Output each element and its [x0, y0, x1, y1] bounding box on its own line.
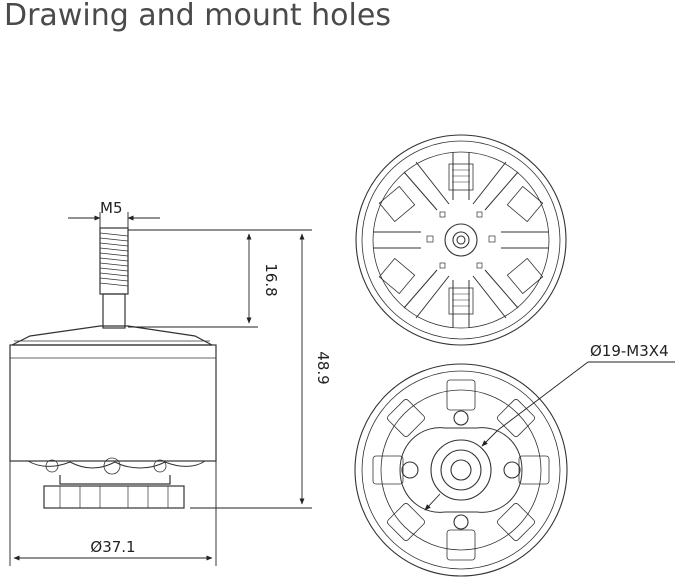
bell-body	[9, 344, 217, 462]
total-height-label: 48.9	[314, 351, 332, 384]
bottom-hub	[430, 439, 492, 501]
mount-hole-top	[453, 410, 469, 426]
bottom-outer-ring	[354, 363, 568, 577]
side-dimensions	[9, 212, 312, 566]
bell-top	[11, 325, 213, 346]
base-plate	[43, 485, 185, 509]
side-view	[9, 227, 217, 509]
top-outer-ring	[355, 134, 567, 346]
plain-shaft	[102, 293, 126, 329]
mount-hole-left	[401, 461, 419, 479]
shaft-thread-label: M5	[100, 199, 123, 217]
top-view	[355, 134, 567, 346]
shaft-length-label: 16.8	[262, 263, 280, 296]
mount-hole-right	[503, 461, 521, 479]
diameter-label: Ø37.1	[90, 538, 135, 556]
bottom-view	[354, 363, 568, 577]
top-hub	[444, 223, 478, 257]
mount-hole-bottom	[453, 514, 469, 530]
page-title: Drawing and mount holes	[4, 0, 391, 33]
mount-hole-label: Ø19-M3X4	[590, 342, 669, 360]
mount-hole-dimension	[424, 361, 675, 511]
